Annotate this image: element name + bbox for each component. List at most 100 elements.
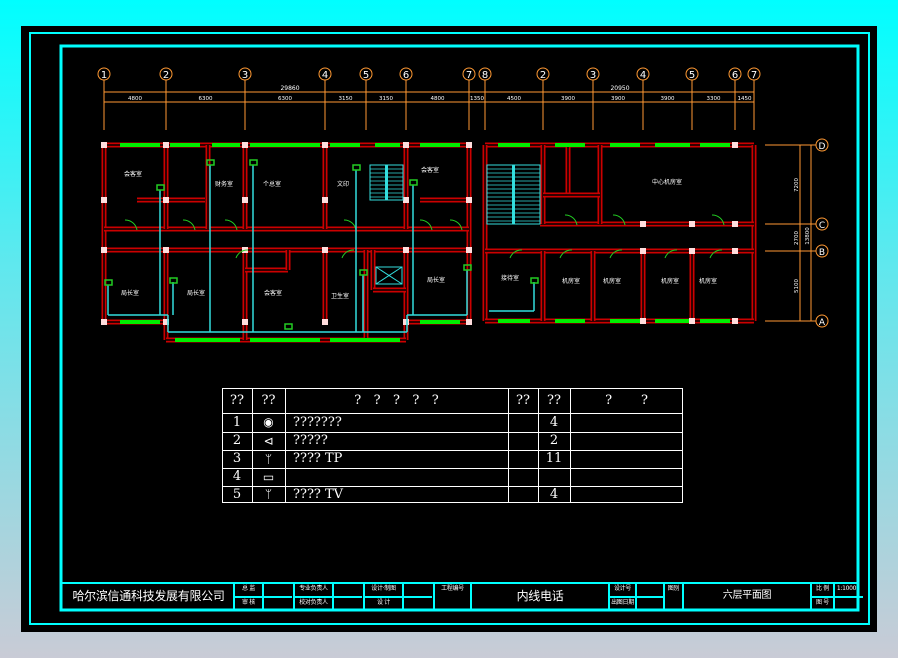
table-row-line <box>222 432 683 433</box>
room-label: 局长室 <box>187 289 205 297</box>
room-label: 会客室 <box>421 166 439 174</box>
axis-bubble <box>462 67 476 81</box>
door-swing <box>182 219 196 231</box>
dimension-value: 2700 <box>794 231 800 245</box>
column <box>163 197 169 203</box>
column <box>163 319 169 325</box>
axis-bubble <box>685 67 699 81</box>
title-block-field: 出图日期 <box>611 599 634 606</box>
outlet-icon <box>169 277 178 284</box>
door-swing <box>709 249 723 259</box>
door-swing <box>609 249 623 259</box>
axis-bubble <box>636 67 650 81</box>
axis-bubble <box>159 67 173 81</box>
room-label: 机房室 <box>661 277 679 285</box>
tp-outlet-icon: ᛘ <box>264 452 273 466</box>
axis-bubble <box>586 67 600 81</box>
dimension-value: 4800 <box>431 96 445 102</box>
title-block-field: 设计·制图 <box>371 585 396 592</box>
column <box>101 247 107 253</box>
dimension-value: 4800 <box>128 96 142 102</box>
outlet-icon <box>530 277 539 284</box>
drawing-name: 六层平面图 <box>722 590 772 601</box>
axis-label: 4 <box>322 70 328 81</box>
column <box>732 318 738 324</box>
column <box>322 197 328 203</box>
room-label: 个总室 <box>263 180 281 188</box>
outlet-icon <box>352 164 361 171</box>
camera-icon: ⊲ <box>263 434 274 448</box>
column <box>322 142 328 148</box>
column <box>732 248 738 254</box>
dimension-value: 3900 <box>561 96 575 102</box>
axis-label: 6 <box>732 70 738 81</box>
title-block-field: 专业负责人 <box>299 585 328 592</box>
room-label: 卫生室 <box>331 292 349 300</box>
project-name: 内线电话 <box>516 589 564 603</box>
dimension-value: 6300 <box>278 96 292 102</box>
title-block-divider <box>682 582 684 610</box>
axis-label: A <box>819 318 826 328</box>
title-block-divider <box>470 582 472 610</box>
row-number: 2 <box>232 433 242 448</box>
title-block-field: 设计号 <box>613 585 632 592</box>
column <box>403 142 409 148</box>
door-swing <box>612 214 626 226</box>
row-number: 3 <box>232 451 242 466</box>
axis-bubble <box>747 67 761 81</box>
door-swing <box>711 214 725 226</box>
plan-graphics <box>97 67 829 343</box>
column <box>101 197 107 203</box>
column <box>403 319 409 325</box>
title-block-field: 工程编号 <box>441 585 464 592</box>
device-name: ???? TV <box>293 487 344 502</box>
outlet-icon <box>409 179 418 186</box>
axis-bubble <box>815 217 829 231</box>
axis-label: 7 <box>466 70 472 81</box>
door-swing <box>235 249 249 259</box>
title-block-field: 图别 <box>667 585 680 592</box>
room-label: 中心机房室 <box>652 178 682 186</box>
column <box>689 221 695 227</box>
title-block-field: 校对负责人 <box>299 599 328 606</box>
axis-bubble <box>359 67 373 81</box>
dimension-value: 3150 <box>339 96 353 102</box>
room-label: 机房室 <box>699 277 717 285</box>
column <box>466 197 472 203</box>
dimension-value: 1350 <box>470 96 484 102</box>
table-col-line <box>252 388 253 503</box>
axis-bubble <box>478 67 492 81</box>
dimension-value: 13800 <box>805 227 811 245</box>
axis-label: 5 <box>363 70 369 81</box>
column <box>101 142 107 148</box>
device-name: ???? TP <box>293 451 343 466</box>
axis-bubble <box>238 67 252 81</box>
column <box>163 247 169 253</box>
device-quantity: 11 <box>545 451 563 466</box>
inner-frame <box>59 44 860 612</box>
speaker-icon: ◉ <box>263 415 274 429</box>
axis-label: 7 <box>751 70 757 81</box>
room-label: 财务室 <box>215 180 233 188</box>
room-label: 会客室 <box>124 170 142 178</box>
column <box>466 142 472 148</box>
switch-box-icon: ▭ <box>262 470 275 484</box>
tv-outlet-icon: ᛘ <box>264 487 273 501</box>
axis-bubble <box>815 138 829 152</box>
title-block-field: 总 监 <box>241 585 255 592</box>
axis-label: 4 <box>640 70 646 81</box>
table-header: ? ? <box>605 393 648 408</box>
table-col-line <box>538 388 539 503</box>
column <box>732 142 738 148</box>
scale-value: 1:1000 <box>836 585 857 592</box>
door-swing <box>341 249 355 259</box>
dimension-value: 1450 <box>738 96 752 102</box>
column <box>640 248 646 254</box>
column <box>242 197 248 203</box>
dimension-value: 6300 <box>199 96 213 102</box>
column <box>466 319 472 325</box>
drawing-number-label: 图 号 <box>815 599 829 606</box>
